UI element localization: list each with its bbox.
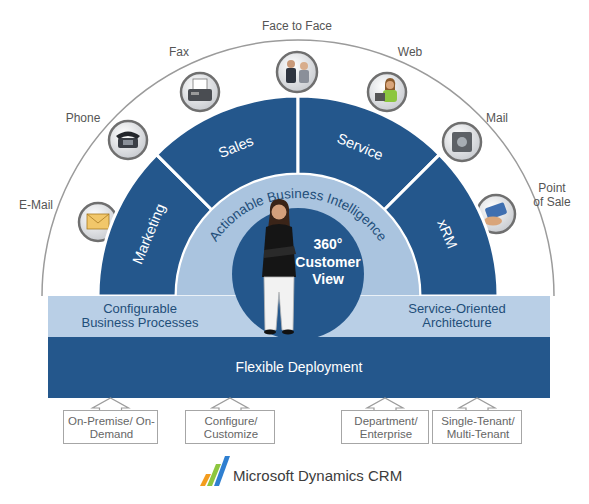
- node-text: Configurable Business Processes: [78, 302, 202, 332]
- node-text: On-Premise/ On-Demand: [68, 415, 155, 441]
- channel-label: Fax: [169, 46, 189, 60]
- icon-disc: [368, 73, 406, 111]
- logo-bar: [214, 456, 230, 486]
- node-text: Configure/ Customize: [190, 415, 272, 441]
- person-head: [300, 62, 308, 70]
- fax-panel: [191, 92, 199, 95]
- option-box: On-Premise/ On-Demand: [63, 410, 158, 444]
- person-head: [386, 81, 394, 89]
- channel-label: Point of Sale: [533, 182, 572, 210]
- icon-disc: [109, 121, 147, 159]
- node-text: Department/ Enterprise: [346, 415, 426, 441]
- node-text: 360° Customer View: [293, 236, 363, 289]
- option-box: Department/ Enterprise: [341, 410, 429, 444]
- brand-label: Microsoft Dynamics CRM: [233, 467, 402, 484]
- person-head: [287, 60, 295, 68]
- mail-icon: [443, 123, 481, 161]
- dynamics-logo: [200, 456, 230, 486]
- outer-arc: [42, 40, 554, 296]
- icon-disc: [181, 73, 219, 111]
- envelope: [87, 214, 109, 229]
- option-box: Configure/ Customize: [185, 410, 275, 444]
- fax-body: [188, 89, 212, 101]
- person-body: [299, 70, 309, 83]
- customer-view-circle: 360° Customer View: [232, 208, 364, 340]
- deployment-band: Flexible Deployment: [48, 337, 550, 398]
- person-hair: [385, 78, 395, 90]
- envelope-flap: [87, 214, 109, 223]
- node-text: Service-Oriented Architecture: [395, 302, 519, 332]
- node-shape: [232, 208, 364, 340]
- node-text: Flexible Deployment: [236, 359, 363, 375]
- icon-disc: [443, 123, 481, 161]
- person-body: [383, 90, 397, 102]
- block-arrow: [459, 398, 495, 410]
- channel-label: Face to Face: [262, 20, 332, 34]
- block-arrow: [93, 398, 129, 410]
- channel-label: Web: [398, 46, 422, 60]
- mailbox: [452, 132, 472, 152]
- circle-outline: [232, 208, 364, 340]
- block-arrow: [212, 398, 248, 410]
- option-box: Single-Tenant/ Multi-Tenant: [432, 410, 522, 444]
- laptop: [375, 93, 385, 101]
- mailbox-dial: [457, 137, 467, 147]
- phone-handset: [116, 132, 140, 140]
- person-body: [286, 68, 296, 83]
- fax-paper: [193, 79, 207, 90]
- phone-base: [118, 138, 138, 148]
- node-text: Single-Tenant/ Multi-Tenant: [436, 415, 520, 441]
- channel-label: Mail: [486, 112, 508, 126]
- hand: [484, 217, 502, 226]
- web-icon: [368, 73, 406, 111]
- face-to-face-icon: [277, 52, 317, 92]
- fax-icon: [181, 73, 219, 111]
- phone-icon: [109, 121, 147, 159]
- channel-label: Phone: [66, 112, 101, 126]
- channel-label: E-Mail: [19, 199, 53, 213]
- icon-disc: [277, 52, 317, 92]
- block-arrow: [367, 398, 403, 410]
- phone-keys: [123, 140, 133, 145]
